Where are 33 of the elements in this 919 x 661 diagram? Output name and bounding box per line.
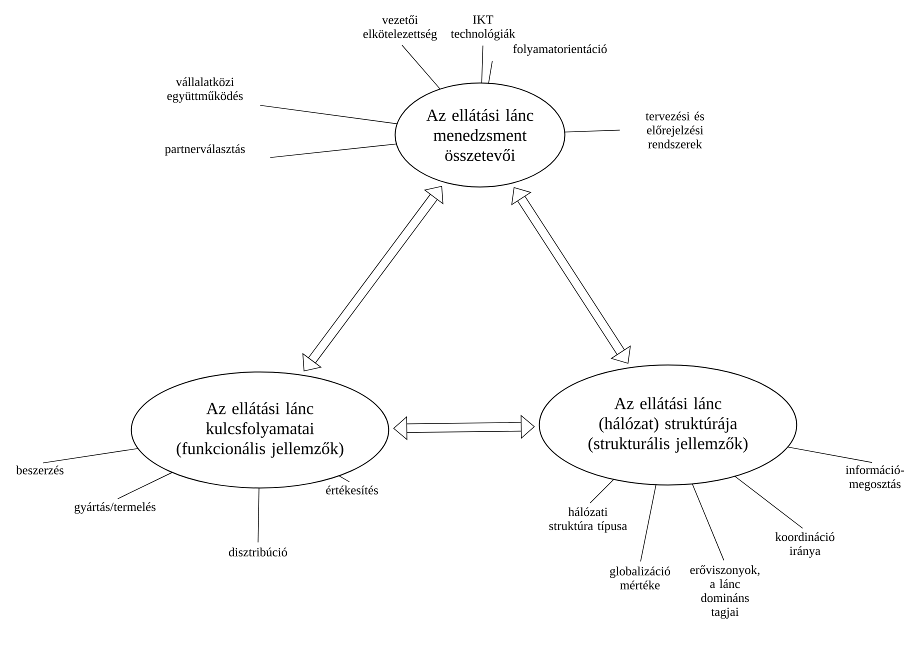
leader-label: partnerválasztás [164, 144, 245, 156]
leader-line [590, 478, 614, 504]
block-arrow [393, 414, 535, 440]
leader-label: tervezési és előrejelzési rendszerek [646, 112, 704, 148]
leader-line [258, 487, 260, 543]
leader-label: gyártás/termelés [74, 502, 156, 514]
leader-label: hálózati struktúra típusa [549, 507, 628, 533]
leader-line [564, 130, 620, 132]
leader-label: folyamatorientáció [513, 44, 607, 56]
leader-label: erőviszonyok, a lánc domináns tagjai [690, 565, 760, 619]
leader-line [270, 144, 398, 158]
leader-label: globalizáció mértéke [610, 566, 670, 590]
leader-line [402, 44, 441, 90]
leader-line [786, 446, 872, 463]
ellipse-node: Az ellátási lánc menedzsment összetevői [394, 82, 566, 188]
leader-label: disztribúció [228, 548, 288, 556]
leader-line [692, 483, 724, 561]
leader-label: értékesítés [326, 486, 378, 494]
leader-label: információ-megosztás [846, 465, 904, 491]
leader-line [117, 472, 173, 500]
leader-line [338, 475, 350, 482]
leader-line [640, 484, 656, 562]
leader-line [481, 45, 484, 84]
ellipse-node: Az ellátási lánc (hálózat) struktúrája (strukturális jellemzők) [538, 364, 798, 486]
leader-label: vállalatközi együttműködés [167, 77, 243, 103]
block-arrow [511, 187, 631, 364]
leader-label: vezetői elkötelezettség [363, 15, 437, 41]
leader-label: beszerzés [16, 466, 64, 474]
leader-line [488, 60, 493, 84]
leader-line [734, 476, 803, 529]
leader-line [42, 448, 139, 464]
leader-label: koordináció iránya [775, 532, 834, 558]
leader-line [260, 104, 398, 124]
